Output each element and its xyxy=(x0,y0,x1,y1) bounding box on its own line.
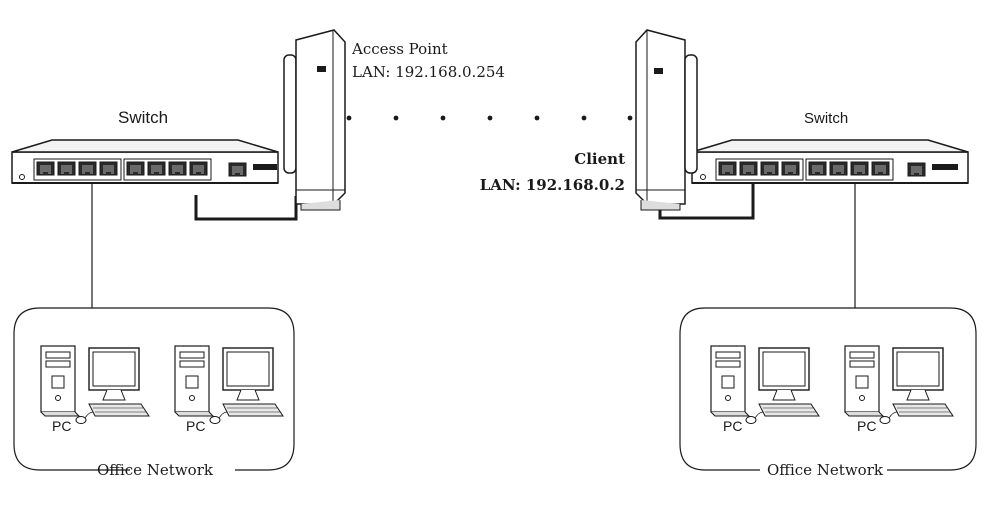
left-switch-icon xyxy=(11,139,279,184)
client-title: Client xyxy=(574,150,625,168)
wireless-dot xyxy=(627,115,633,121)
right-office-network: Office Network PC PC xyxy=(679,307,977,479)
wireless-link xyxy=(346,115,633,121)
ap-title: Access Point xyxy=(351,40,448,58)
pc-icon xyxy=(40,345,150,425)
wireless-dot xyxy=(346,115,352,121)
left-switch-label: Switch xyxy=(118,108,168,127)
pc-label: PC xyxy=(723,418,742,434)
ap-lan: LAN: 192.168.0.254 xyxy=(352,63,505,81)
client-lan: LAN: 192.168.0.2 xyxy=(480,176,625,194)
pc-icon xyxy=(710,345,820,425)
right-switch-label: Switch xyxy=(804,110,848,127)
left-uplink-cable xyxy=(194,195,298,221)
client-icon xyxy=(635,29,698,211)
right-network-label: Office Network xyxy=(767,461,884,479)
right-switch-icon xyxy=(691,139,969,184)
pc-label: PC xyxy=(857,418,876,434)
left-office-network: Office Network PC PC xyxy=(13,307,295,479)
wireless-dot xyxy=(393,115,399,121)
pc-icon xyxy=(174,345,284,425)
wireless-dot xyxy=(487,115,493,121)
pc-label: PC xyxy=(186,418,205,434)
wireless-dot xyxy=(440,115,446,121)
access-point-icon xyxy=(283,29,346,211)
pc-label: PC xyxy=(52,418,71,434)
left-network-label: Office Network xyxy=(97,461,214,479)
wireless-dot xyxy=(534,115,540,121)
pc-icon xyxy=(844,345,954,425)
right-uplink-cable xyxy=(658,184,755,220)
wireless-dot xyxy=(581,115,587,121)
